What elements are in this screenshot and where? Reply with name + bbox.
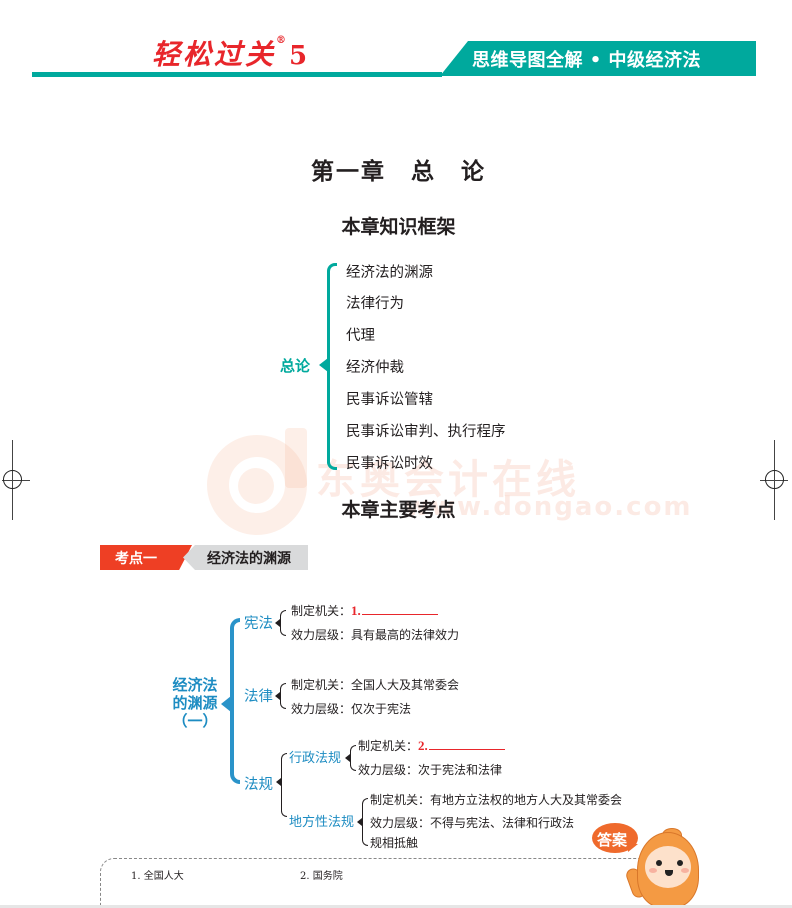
watermark-text: 东奥会计在线	[316, 457, 580, 503]
mascot-eye	[677, 860, 683, 866]
branch-falv: 法律	[244, 689, 273, 705]
leaf-falv-organ: 制定机关：全国人大及其常委会	[291, 678, 460, 692]
framework-brace-tip-icon	[319, 358, 328, 372]
brand-number: 5	[289, 41, 311, 71]
answer-item-1: 1. 全国人大	[131, 871, 184, 882]
kaodian-title-bar: 经济法的渊源	[183, 545, 308, 570]
answer-bubble-tail	[628, 844, 638, 852]
blank-line	[428, 749, 505, 750]
answer-item-2: 2. 国务院	[300, 871, 343, 882]
leaf-xingzheng-level: 效力层级：次于宪法和法律	[358, 763, 503, 777]
page-bottom-edge	[0, 905, 792, 908]
brace-fagui	[281, 753, 287, 817]
leaf-xianfa-level: 效力层级：具有最高的法律效力	[291, 628, 460, 642]
crop-mark-right-icon	[760, 440, 792, 520]
leaf-xingzheng-organ: 制定机关：2.	[358, 737, 505, 754]
brace-tip-icon	[276, 778, 281, 786]
brace-tip-icon	[275, 619, 280, 627]
header-rule	[32, 72, 442, 77]
leaf-falv-level: 效力层级：仅次于宪法	[291, 702, 412, 716]
framework-item: 代理	[346, 328, 375, 344]
brace-difangxing	[362, 798, 368, 846]
brand-logo: 轻松过关®5	[152, 33, 310, 73]
brand-name: 轻松过关	[152, 38, 277, 71]
watermark-logo-dot	[238, 468, 274, 504]
brace-tip-icon	[357, 818, 362, 826]
leaf-label: 制定机关：	[291, 604, 352, 618]
framework-brace-bottom	[327, 461, 337, 470]
mascot-cheek	[649, 868, 657, 873]
mindmap-root-line: 经济法	[172, 676, 218, 694]
framework-item: 经济法的渊源	[346, 265, 433, 281]
brace-xingzheng	[350, 745, 356, 771]
mindmap-root-brace	[230, 618, 240, 784]
mindmap-root-brace-tip-icon	[221, 696, 231, 712]
branch-xianfa: 宪法	[244, 616, 273, 632]
kaodian-label-badge: 考点一	[100, 545, 192, 570]
blank-number: 2.	[418, 738, 428, 753]
watermark-logo-bar	[285, 428, 307, 488]
leaf-difangxing-level: 效力层级：不得与宪法、法律和行政法	[370, 816, 575, 830]
leaf-difangxing-organ: 制定机关：有地方立法权的地方人大及其常委会	[370, 793, 623, 807]
header-band	[440, 41, 756, 76]
registered-mark: ®	[276, 35, 290, 46]
branch-difangxing-fagui: 地方性法规	[289, 815, 355, 830]
mindmap-root-line: 的渊源	[172, 694, 218, 712]
framework-root: 总论	[280, 357, 311, 375]
kaodian-label: 考点一	[115, 551, 157, 567]
leaf-xianfa-organ: 制定机关：1.	[291, 602, 438, 619]
header-title: 思维导图全解 • 中级经济法	[472, 50, 702, 71]
branch-fagui: 法规	[244, 777, 273, 793]
blank-line	[361, 614, 438, 615]
brace-falv	[280, 683, 286, 709]
framework-brace-top	[327, 263, 337, 272]
framework-heading: 本章知识框架	[341, 216, 456, 238]
leaf-label: 制定机关：	[358, 739, 419, 753]
framework-item: 法律行为	[346, 296, 404, 312]
answer-box	[100, 858, 680, 908]
brace-tip-icon	[275, 692, 280, 700]
mindmap-root-line: （一）	[172, 712, 218, 730]
mascot-face	[645, 846, 691, 888]
leaf-difangxing-level-cont: 规相抵触	[370, 836, 419, 850]
brace-tip-icon	[345, 754, 350, 762]
crop-mark-left-icon	[0, 440, 30, 520]
mascot-eye	[656, 860, 662, 866]
mascot-cheek	[681, 868, 689, 873]
key-points-heading: 本章主要考点	[341, 499, 456, 521]
blank-number: 1.	[351, 603, 361, 618]
chapter-title: 第一章 总 论	[311, 159, 486, 185]
framework-item: 经济仲裁	[346, 360, 404, 376]
framework-item: 民事诉讼审判、执行程序	[346, 424, 506, 440]
framework-item: 民事诉讼管辖	[346, 392, 433, 408]
mindmap-root: 经济法 的渊源 （一）	[168, 676, 222, 730]
watermark-url: www.dongao.com	[405, 492, 693, 522]
branch-xingzheng-fagui: 行政法规	[289, 751, 342, 766]
brace-xianfa	[280, 610, 286, 636]
mascot-mouth	[665, 870, 673, 876]
framework-item: 民事诉讼时效	[346, 456, 433, 472]
framework-brace	[327, 270, 330, 464]
answer-bubble-label: 答案	[597, 831, 628, 849]
kaodian-title: 经济法的渊源	[207, 551, 291, 567]
